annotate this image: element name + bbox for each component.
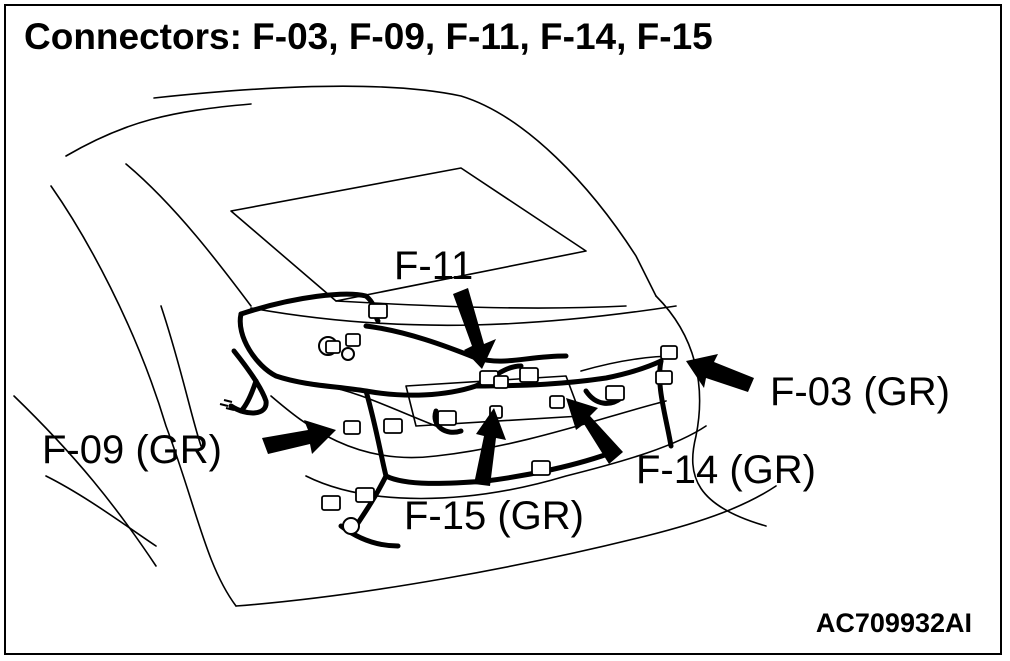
label-f14: F-14 (GR) (636, 448, 816, 492)
trunk-lid-top (230, 167, 587, 302)
right-quarter (655, 295, 767, 527)
rear-window-left (65, 103, 252, 157)
label-f09: F-09 (GR) (42, 428, 222, 472)
arrow-f15 (474, 408, 506, 486)
arrow-f11 (453, 288, 496, 369)
arrow-f14 (566, 398, 623, 464)
quarter-panel-left (13, 395, 157, 567)
diagram-frame: Connectors: F-03, F-09, F-11, F-14, F-15 (4, 4, 1002, 655)
body-left-side (50, 185, 237, 607)
pointer-arrows (262, 288, 754, 486)
roof-line (153, 85, 657, 297)
arrow-f09 (262, 420, 336, 454)
c-pillar-left (125, 163, 252, 307)
arrow-f03 (686, 354, 754, 392)
label-f03: F-03 (GR) (770, 370, 950, 414)
body-rear-lower (235, 485, 777, 607)
label-f15: F-15 (GR) (404, 494, 584, 538)
figure-id: AC709932AI (815, 608, 972, 638)
label-f11: F-11 (394, 244, 474, 288)
left-door-line (45, 475, 157, 547)
vehicle-illustration (13, 85, 777, 607)
left-pillar-inner (160, 305, 202, 447)
diagram-title: Connectors: F-03, F-09, F-11, F-14, F-15 (24, 16, 713, 57)
wire-end-ticks (219, 399, 235, 411)
